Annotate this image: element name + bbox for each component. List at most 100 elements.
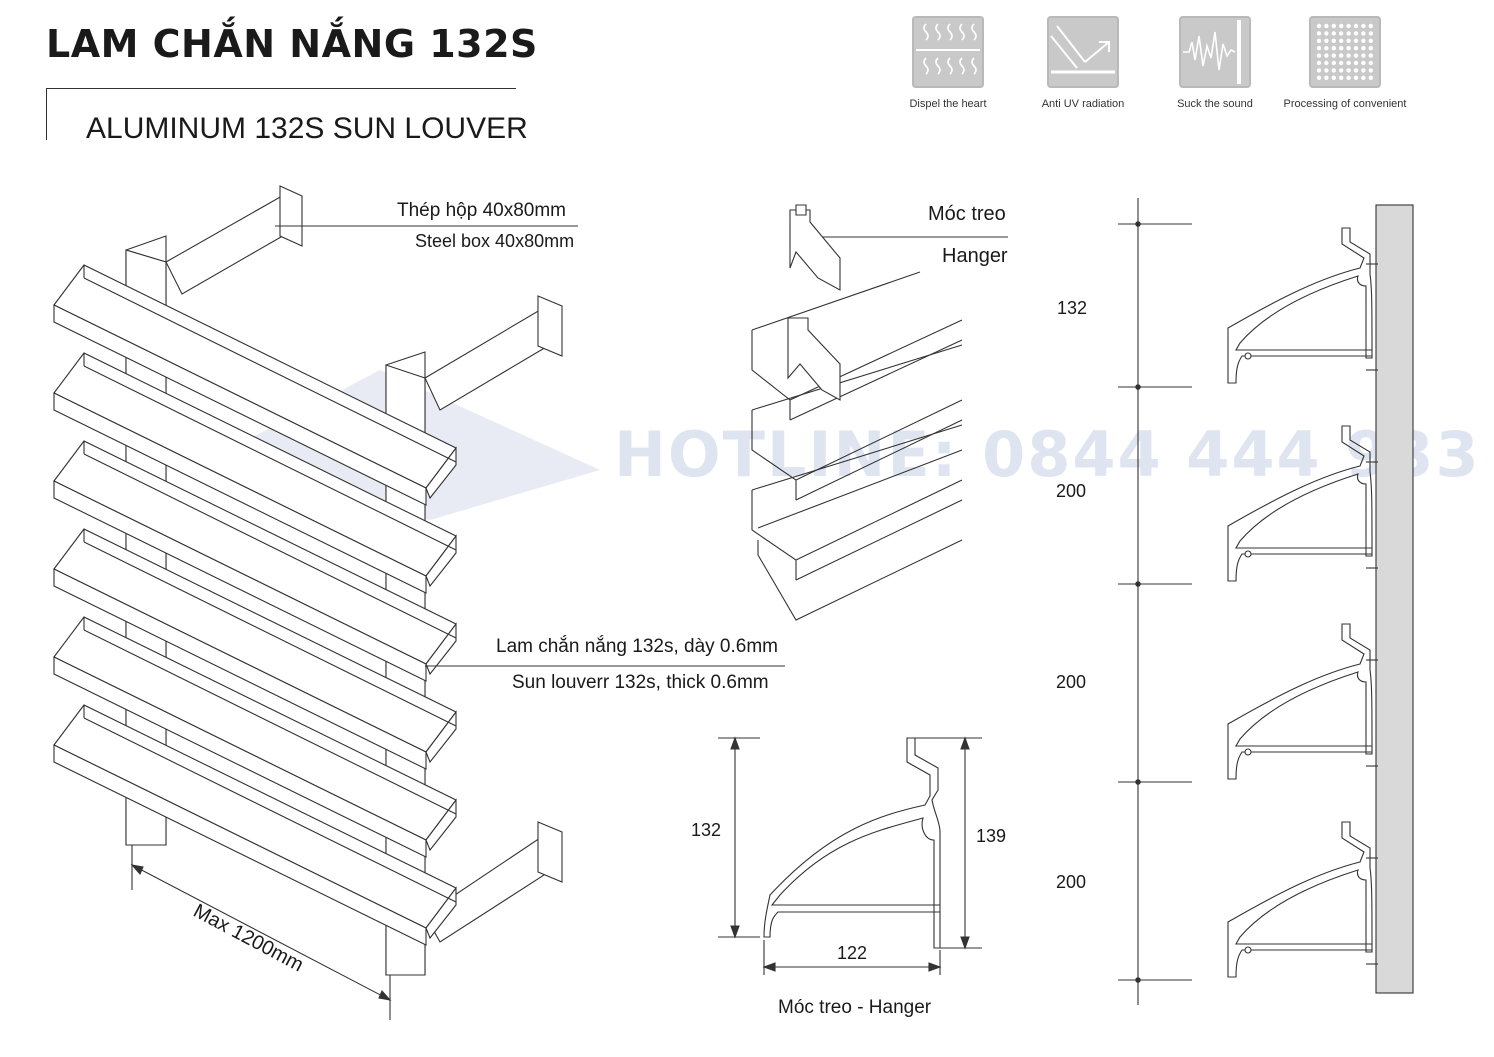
perforation-dot xyxy=(1324,38,1329,43)
spacing-dim-3: 200 xyxy=(1056,672,1087,692)
louver-blade xyxy=(53,352,457,594)
perforation-dot xyxy=(1368,60,1373,66)
louver-blade xyxy=(53,440,457,682)
perforation-dot xyxy=(1331,46,1336,51)
perforation-dot xyxy=(1316,46,1322,51)
perforation-dot xyxy=(1346,75,1351,80)
feature-dispel-heat: Dispel the heart xyxy=(873,16,1023,110)
perforation-dot xyxy=(1316,68,1322,73)
perforated-panel-icon xyxy=(1309,16,1381,88)
perforation-dot xyxy=(1368,75,1373,80)
louver-label-vi: Lam chắn nắng 132s, dày 0.6mm xyxy=(496,636,779,657)
perforation-dot xyxy=(1361,75,1366,80)
perforation-dot xyxy=(1339,53,1344,58)
perforation-dot xyxy=(1324,68,1329,73)
hanger-detail-drawing xyxy=(789,204,841,291)
feature-processing: Processing of convenient xyxy=(1270,16,1420,110)
perforation-dot xyxy=(1346,23,1351,29)
hanger-dim-height-right: 139 xyxy=(976,826,1007,846)
louver-blade xyxy=(53,616,457,858)
hanger-label-vi: Móc treo xyxy=(928,203,1006,225)
perforation-dot xyxy=(1346,46,1351,51)
perforation-dot xyxy=(1368,46,1373,51)
perforation-dot xyxy=(1331,75,1336,80)
louver-section-stack xyxy=(751,271,963,621)
steel-box-arm xyxy=(165,185,303,295)
perforation-dot xyxy=(1324,23,1329,29)
spacing-dim-1: 132 xyxy=(1057,298,1088,318)
spacing-tick-dot xyxy=(1135,779,1141,785)
louver-blade xyxy=(53,528,457,770)
steel-box-label-vi: Thép hộp 40x80mm xyxy=(397,200,566,221)
perforation-dot xyxy=(1361,31,1366,36)
perforation-dot xyxy=(1361,46,1366,51)
spacing-tick-dot xyxy=(1135,384,1141,390)
perforation-dot xyxy=(1331,60,1336,66)
perforation-dot xyxy=(1353,53,1359,58)
hanger-dim-height-left: 132 xyxy=(691,820,722,840)
max-span-dimension-line xyxy=(131,864,391,1001)
hanger-label-en: Hanger xyxy=(942,245,1008,267)
feature-caption: Suck the sound xyxy=(1177,98,1253,110)
perforation-dot xyxy=(1346,53,1351,58)
feature-caption: Anti UV radiation xyxy=(1041,98,1125,110)
hanger-dim-width: 122 xyxy=(837,943,868,963)
uv-radiation-icon xyxy=(1047,16,1119,88)
feature-caption: Processing of convenient xyxy=(1283,98,1407,110)
perforation-dot xyxy=(1316,53,1322,58)
perforation-dot xyxy=(1331,68,1336,73)
perforation-dot xyxy=(1353,31,1359,36)
perforation-dot xyxy=(1361,38,1366,43)
page-subtitle: ALUMINUM 132S SUN LOUVER xyxy=(86,112,528,145)
louver-profile xyxy=(1227,623,1378,780)
perforation-dot xyxy=(1353,38,1359,43)
perforation-dot xyxy=(1339,60,1344,66)
perforation-dot xyxy=(1324,46,1329,51)
perforation-dot xyxy=(1339,75,1344,80)
perforation-dot xyxy=(1346,60,1351,66)
perforation-dot xyxy=(1324,75,1329,80)
perforation-dot xyxy=(1316,38,1322,43)
perforation-dot xyxy=(1361,60,1366,66)
feature-anti-uv: Anti UV radiation xyxy=(1008,16,1158,110)
perforation-dot xyxy=(1353,75,1359,80)
perforation-dot xyxy=(1368,23,1373,29)
perforation-dot xyxy=(1361,68,1366,73)
louver-label-en: Sun louverr 132s, thick 0.6mm xyxy=(512,672,769,693)
perforation-dot xyxy=(1353,60,1359,66)
louver-profile xyxy=(1227,821,1378,978)
perforation-dot xyxy=(1339,46,1344,51)
perforation-dot xyxy=(1339,38,1344,43)
perforation-dot xyxy=(1316,23,1322,29)
perforation-dot xyxy=(1361,23,1366,29)
perforation-dot xyxy=(1316,75,1322,80)
perforation-dot xyxy=(1339,23,1344,29)
perforation-dot xyxy=(1346,31,1351,36)
perforation-dot xyxy=(1353,46,1359,51)
perforation-dot xyxy=(1316,31,1322,36)
louver-profiles-elevation xyxy=(1227,227,1378,978)
spacing-dim-2: 200 xyxy=(1056,481,1087,501)
perforation-dot xyxy=(1368,31,1373,36)
perforation-dot xyxy=(1368,53,1373,58)
perforation-dot xyxy=(1331,38,1336,43)
louver-blade xyxy=(53,264,457,506)
wall-section xyxy=(1375,204,1414,994)
spacing-tick-dot xyxy=(1135,977,1141,983)
feature-caption: Dispel the heart xyxy=(909,98,987,110)
perforation-dot xyxy=(1353,23,1359,29)
perforation-dot xyxy=(1339,68,1344,73)
louver-profile xyxy=(1227,425,1378,582)
title-frame-top-line xyxy=(46,88,516,89)
perforation-dot xyxy=(1331,23,1336,29)
perforation-dot xyxy=(1331,31,1336,36)
perforation-dot xyxy=(1368,68,1373,73)
louver-blades xyxy=(53,264,457,946)
spacing-tick-dot xyxy=(1135,581,1141,587)
louver-profile xyxy=(1227,227,1378,384)
spacing-dim-4: 200 xyxy=(1056,872,1087,892)
perforation-dot xyxy=(1368,38,1373,43)
perforation-dot xyxy=(1316,60,1322,66)
hanger-caption: Móc treo - Hanger xyxy=(778,997,932,1018)
